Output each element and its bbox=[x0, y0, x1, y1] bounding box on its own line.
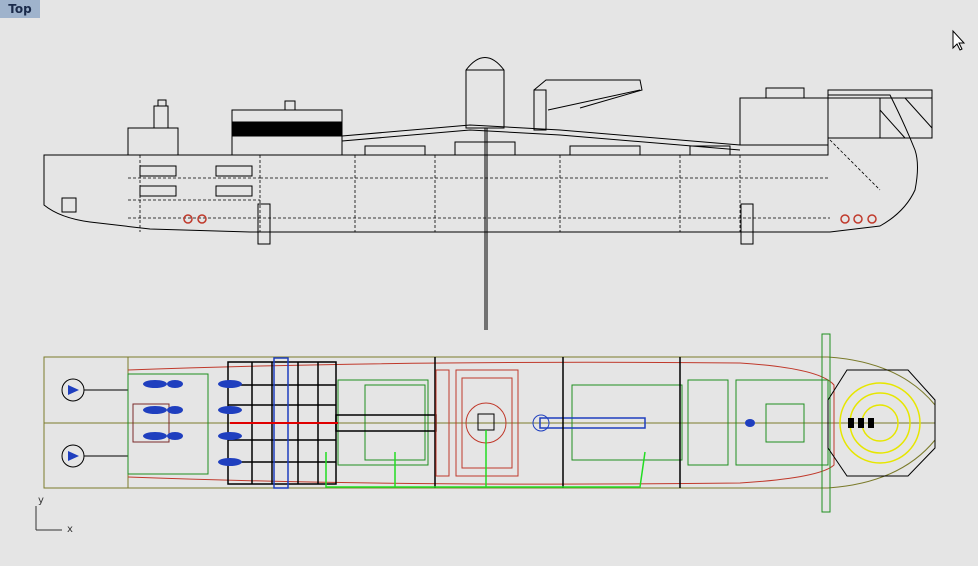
side-elevation-view bbox=[43, 57, 933, 330]
bow-thruster-frame bbox=[827, 369, 936, 477]
plan-view bbox=[43, 333, 936, 513]
axis-x-label: x bbox=[67, 524, 73, 535]
bow-thruster-marks bbox=[848, 418, 874, 428]
stern-thrusters bbox=[61, 378, 128, 468]
axis-y-label: y bbox=[38, 495, 44, 506]
derrick-tower bbox=[465, 57, 505, 129]
plan-view-vehicles bbox=[143, 380, 755, 466]
mouse-pointer-icon bbox=[952, 29, 966, 51]
side-view-red-markers bbox=[183, 214, 877, 224]
axis-triad-icon bbox=[35, 506, 62, 531]
hull-side-outline bbox=[43, 94, 918, 233]
viewport-tab-top[interactable]: Top bbox=[0, 0, 40, 18]
side-view-vehicles bbox=[139, 165, 253, 197]
